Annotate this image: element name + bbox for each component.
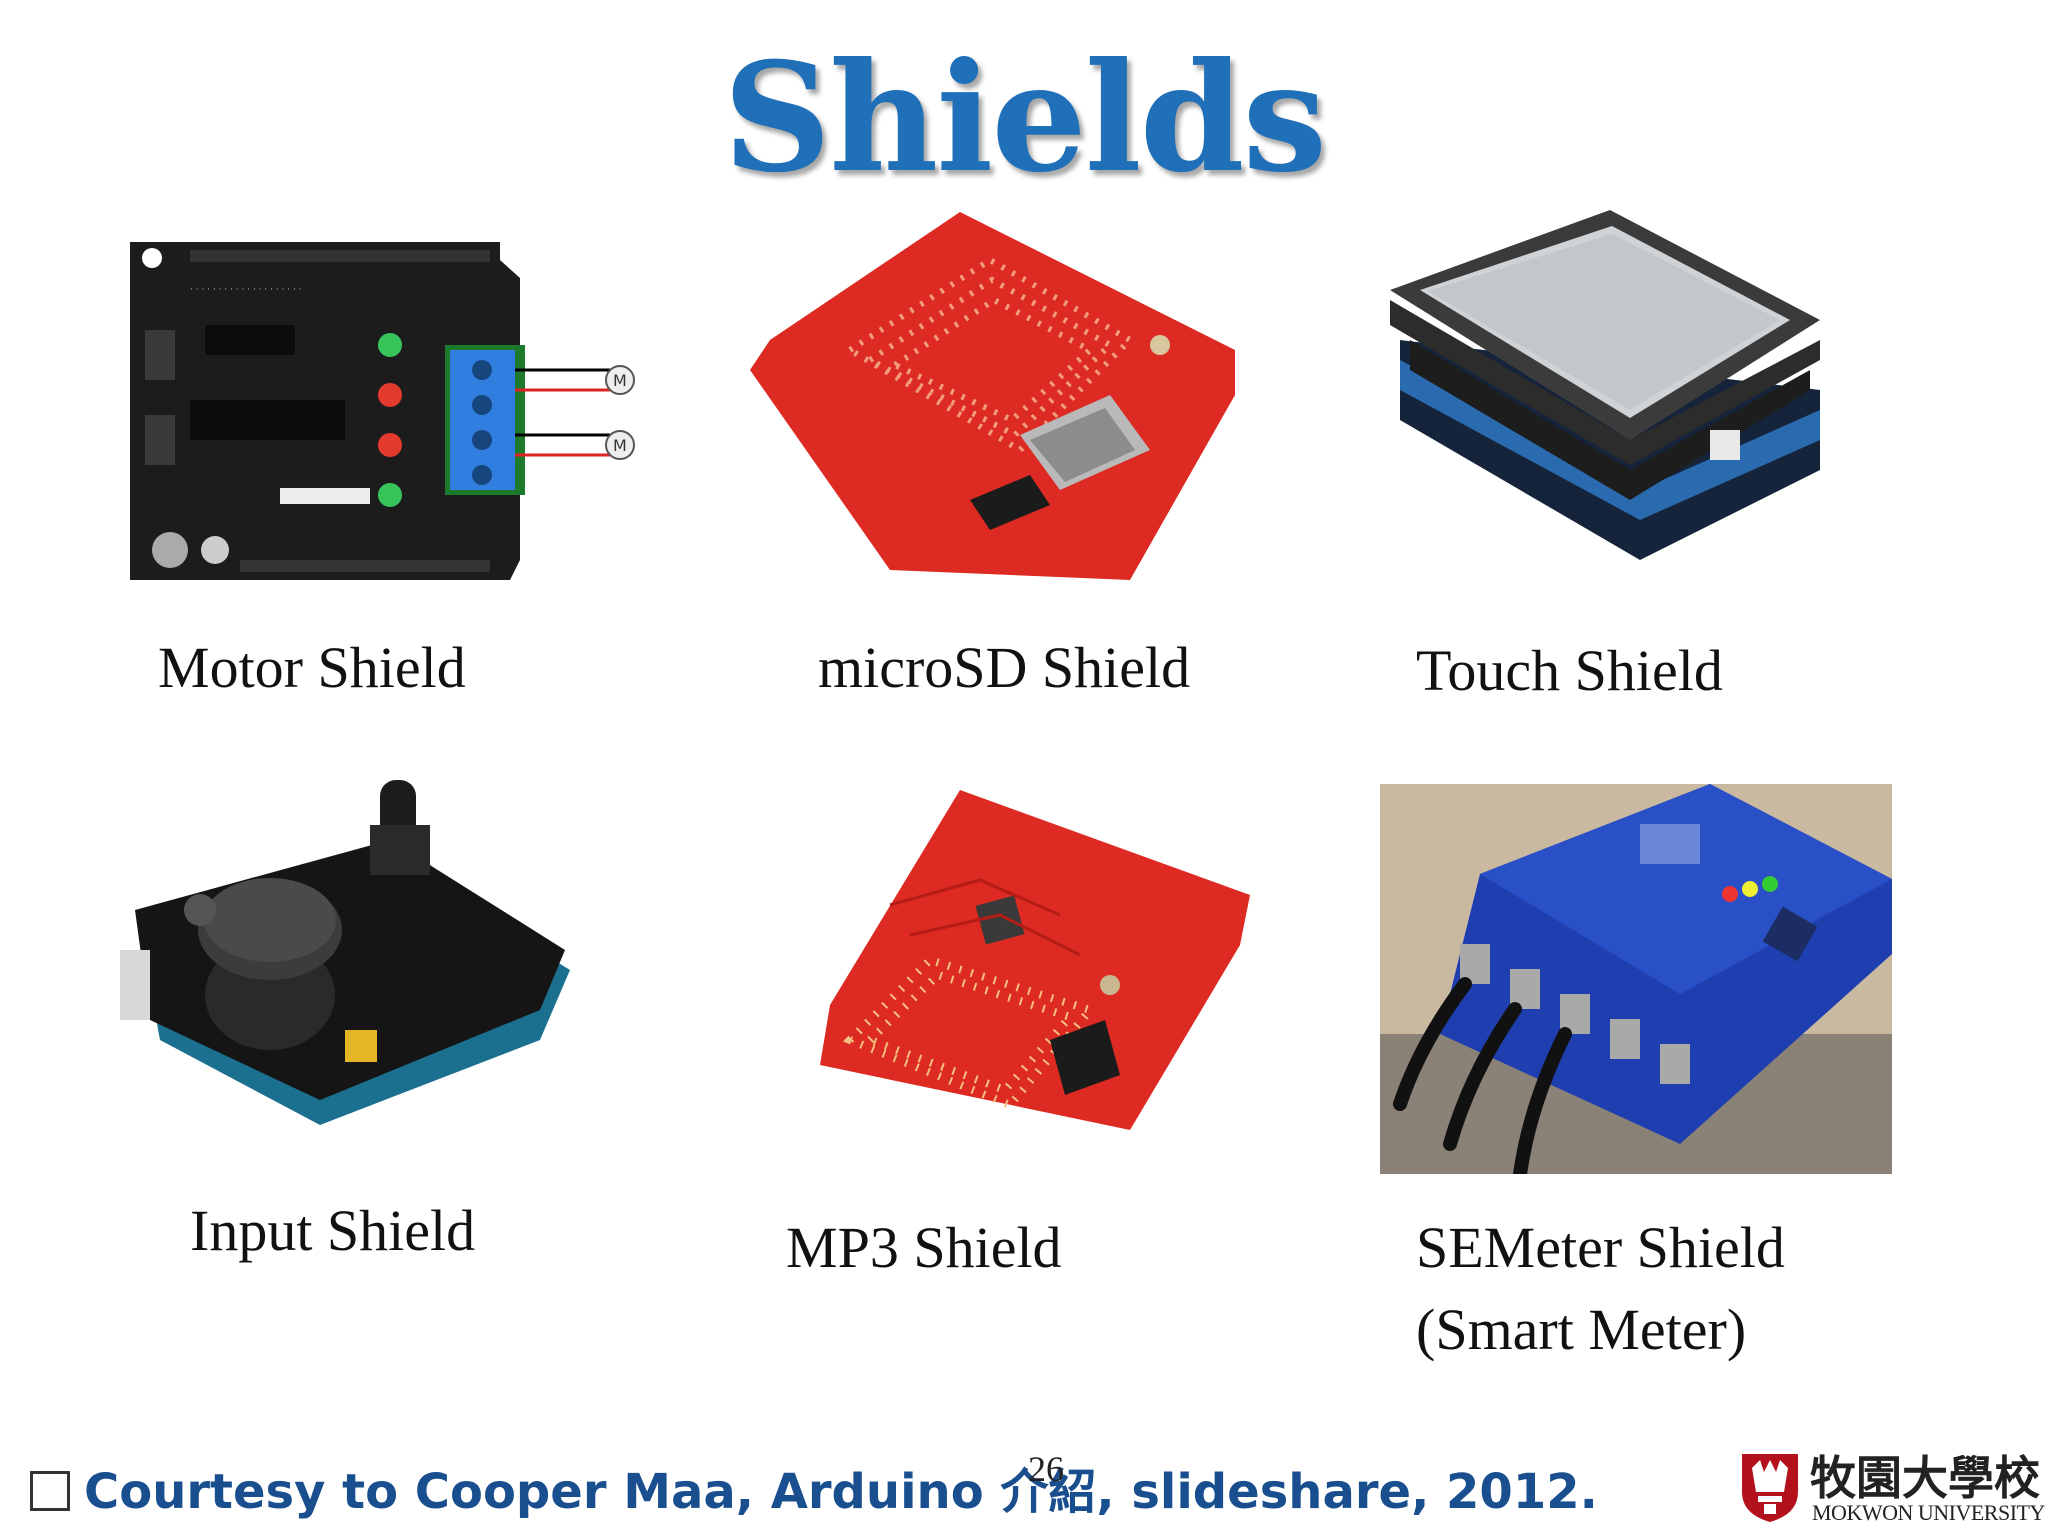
touch-shield-photo <box>1380 190 1840 590</box>
university-crest-icon <box>1742 1454 1798 1522</box>
university-logo: 牧園大學校 MOKWON UNIVERSITY <box>1738 1446 2045 1526</box>
semeter-shield-photo <box>1380 784 1892 1174</box>
university-name-korean: 牧園大學校 <box>1810 1451 2040 1505</box>
bullet-square-icon <box>30 1471 70 1511</box>
motor-shield-caption: Motor Shield <box>158 635 466 700</box>
mp3-shield-caption: MP3 Shield <box>786 1215 1062 1280</box>
motor-shield-photo: · · · · · · · · · · · · · · · · · · · · … <box>120 230 650 590</box>
mp3-shield-photo <box>800 785 1260 1135</box>
svg-text:M: M <box>613 371 627 390</box>
source-credit: Courtesy to Cooper Maa, Arduino 介紹, slid… <box>30 1452 1598 1522</box>
semeter-shield-subcaption: (Smart Meter) <box>1416 1297 1747 1362</box>
source-credit-text: Courtesy to Cooper Maa, Arduino 介紹, slid… <box>84 1464 1598 1520</box>
touch-shield-caption: Touch Shield <box>1416 638 1723 703</box>
slide-title: Shields <box>722 30 1327 206</box>
university-name-english: MOKWON UNIVERSITY <box>1812 1500 2045 1525</box>
svg-text:· · · · · · · · · · · · · · ·: · · · · · · · · · · · · · · · · · · · · <box>190 285 302 295</box>
svg-text:M: M <box>613 436 627 455</box>
input-shield-caption: Input Shield <box>190 1198 476 1263</box>
page-number: 26 <box>1028 1449 1064 1489</box>
input-shield-photo <box>120 780 590 1150</box>
microsd-shield-caption: microSD Shield <box>818 635 1191 700</box>
microsd-shield-photo <box>730 200 1250 590</box>
semeter-shield-caption: SEMeter Shield <box>1416 1215 1785 1280</box>
